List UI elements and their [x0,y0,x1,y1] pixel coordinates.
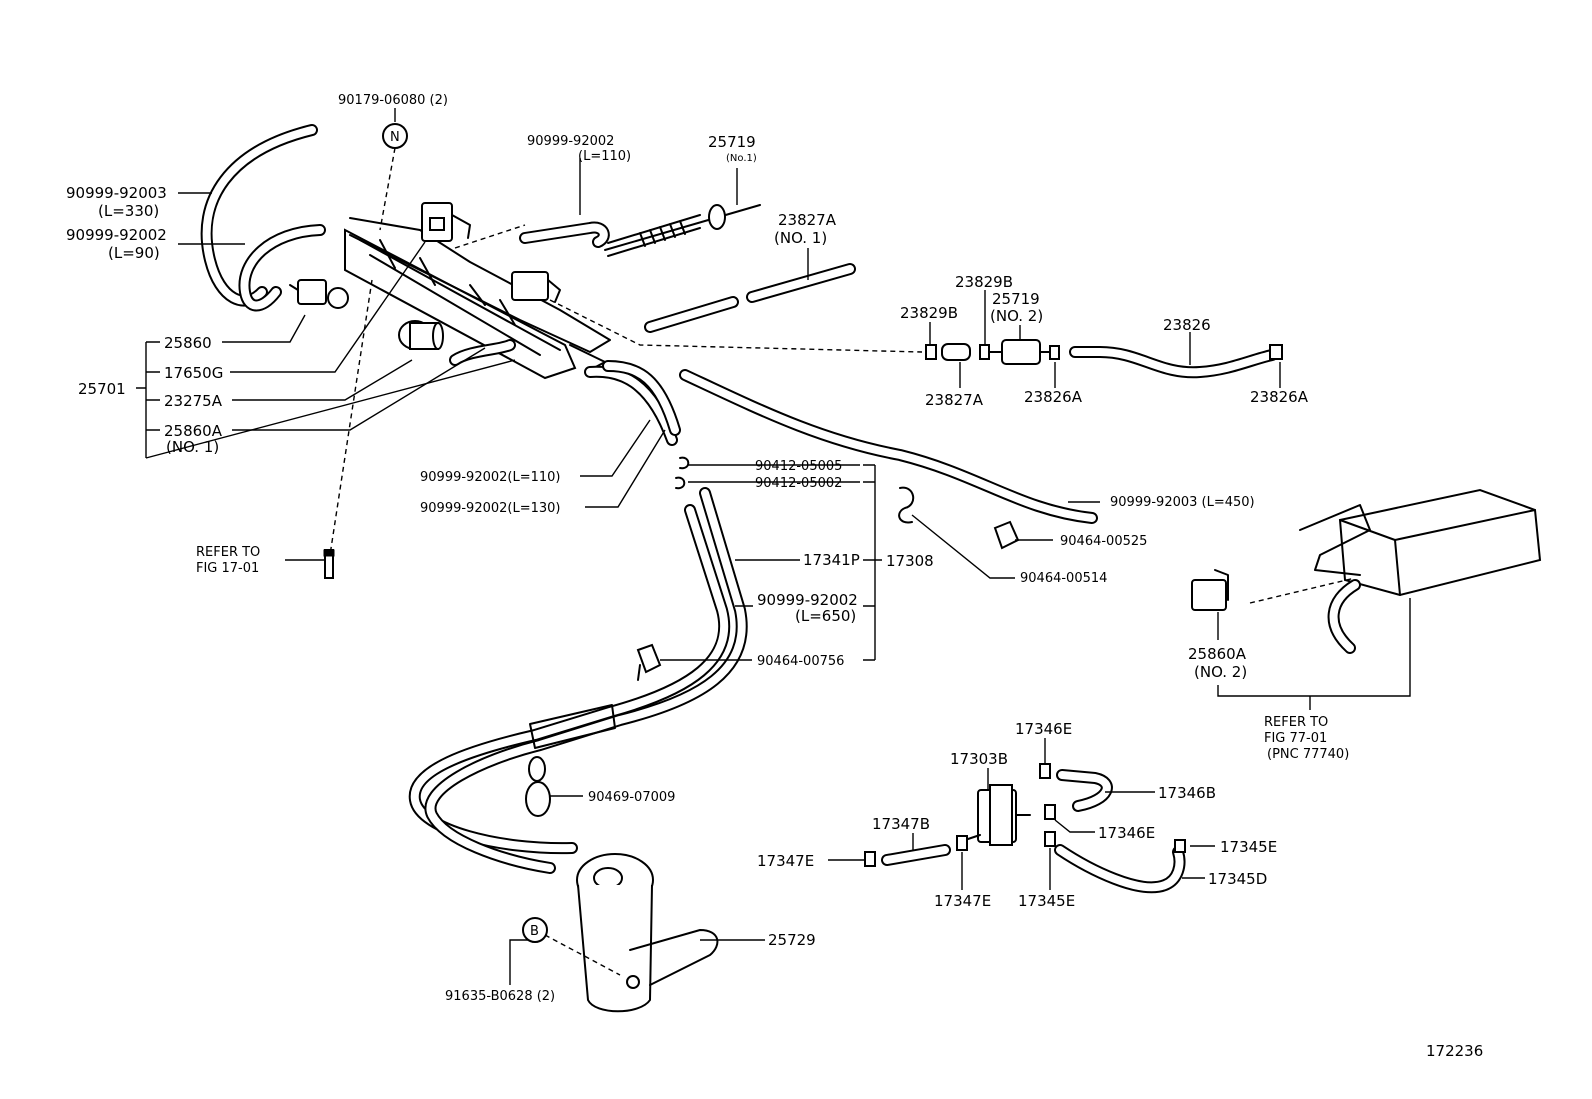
label-25860a-no2: 25860A [1188,645,1247,663]
hose-90999-92003-l330 [200,124,318,307]
label-23827a-no1-sub: (NO. 1) [774,229,827,247]
clips-90412 [675,456,690,490]
label-25719-no2-sub: (NO. 2) [990,307,1043,325]
dashed-leader-vsv [454,224,526,249]
hose-90999-92002-l90 [238,224,326,312]
label-25860a-no1: 25860A [164,422,223,440]
label-17347e-left: 17347E [757,852,814,870]
label-90412-05005: 90412-05005 [755,459,842,474]
label-17308: 17308 [886,552,934,570]
vsv-17303b [964,784,1031,846]
label-23827a: 23827A [925,391,984,409]
label-refer-77-01-line2: FIG 77-01 [1264,731,1327,746]
bolt-refer-17 [323,549,335,579]
label-17347e-bottom: 17347E [934,892,991,910]
label-17346e-mid: 17346E [1098,824,1155,842]
figure-number: 172236 [1426,1042,1483,1060]
label-refer-17-01-line2: FIG 17-01 [196,561,259,576]
label-17303b: 17303B [950,750,1008,768]
dashed-leader-refer-17 [329,279,373,556]
label-17345e-bottom: 17345E [1018,892,1075,910]
label-25729: 25729 [768,931,816,949]
label-90999-92003-l330-len: (L=330) [98,202,159,220]
label-90469-07009: 90469-07009 [588,790,675,805]
label-25719-no1-sub: (No.1) [726,153,757,164]
label-25701: 25701 [78,380,126,398]
badge-b [522,917,548,943]
label-90412-05002: 90412-05002 [755,476,842,491]
label-90464-00525: 90464-00525 [1060,534,1147,549]
label-23829b-top: 23829B [955,273,1013,291]
body-25729 [576,853,719,1013]
label-90999-92003-l450: 90999-92003 (L=450) [1110,495,1255,510]
label-25860: 25860 [164,334,212,352]
label-25719-no2: 25719 [992,290,1040,308]
hose-17346b [1056,769,1113,812]
label-23827a-no1: 23827A [778,211,837,229]
label-refer-77-01-line3: (PNC 77740) [1267,747,1349,762]
label-90464-00514: 90464-00514 [1020,571,1107,586]
label-refer-77-01-line1: REFER TO [1264,715,1328,730]
label-23826a-right: 23826A [1250,388,1309,406]
badge-n [382,123,408,149]
clip-90464-00514 [898,486,915,524]
hose-17345d [1054,844,1186,894]
clamps-lower-right [864,763,1186,867]
label-90999-92002-l110-top-len: (L=110) [578,149,631,164]
label-90999-92002-l110-top: 90999-92002 [527,134,614,149]
label-25719-no1: 25719 [708,133,756,151]
hose-90999-92003-l450 [679,369,1098,524]
hose-90999-92002-l110-top [519,221,610,248]
leader-lines [136,108,1411,985]
label-90999-92002-l650: 90999-92002 [757,591,858,609]
label-23826a-left: 23826A [1024,388,1083,406]
dashed-leader-right [549,299,923,353]
hose-pair-l110-l130 [584,360,681,446]
label-90999-92002-l110-mid: 90999-92002(L=110) [420,470,561,485]
twin-pipe-17341p [408,487,748,874]
label-90999-92002-l130: 90999-92002(L=130) [420,501,561,516]
clip-90464-00525 [993,520,1020,550]
charcoal-canister [1191,488,1542,654]
label-refer-17-01-line1: REFER TO [196,545,260,560]
tube-23827a-no1 [644,263,856,333]
label-17345d: 17345D [1208,870,1267,888]
label-90999-92003-l330: 90999-92003 [66,184,167,202]
label-25860a-no1-sub: (NO. 1) [166,438,219,456]
label-23275a: 23275A [164,392,223,410]
label-23826: 23826 [1163,316,1211,334]
dashed-leader-n [379,147,396,231]
label-17341p: 17341P [803,551,860,569]
label-17347b: 17347B [872,815,930,833]
badge-b-letter: B [530,924,539,939]
label-90179-06080: 90179-06080 (2) [338,93,448,108]
label-90464-00756: 90464-00756 [757,654,844,669]
label-91635-b0628: 91635-B0628 (2) [445,989,555,1004]
label-23829b-left: 23829B [900,304,958,322]
label-17346e-top: 17346E [1015,720,1072,738]
bracket-assembly-25701 [289,202,611,380]
right-valve-assembly [925,339,1283,379]
label-90999-92002-l90: 90999-92002 [66,226,167,244]
badge-n-letter: N [390,130,400,145]
label-90999-92002-l90-len: (L=90) [108,244,160,262]
label-17346b: 17346B [1158,784,1216,802]
valve-25719-no1 [604,204,761,257]
label-17650g: 17650G [164,364,223,382]
label-17345e-right: 17345E [1220,838,1277,856]
clamp-90464-00756 [636,643,662,681]
label-90999-92002-l650-len: (L=650) [795,607,856,625]
label-25860a-no2-sub: (NO. 2) [1194,663,1247,681]
o-rings-90469-07009 [525,756,551,817]
hose-17347b [881,844,951,866]
